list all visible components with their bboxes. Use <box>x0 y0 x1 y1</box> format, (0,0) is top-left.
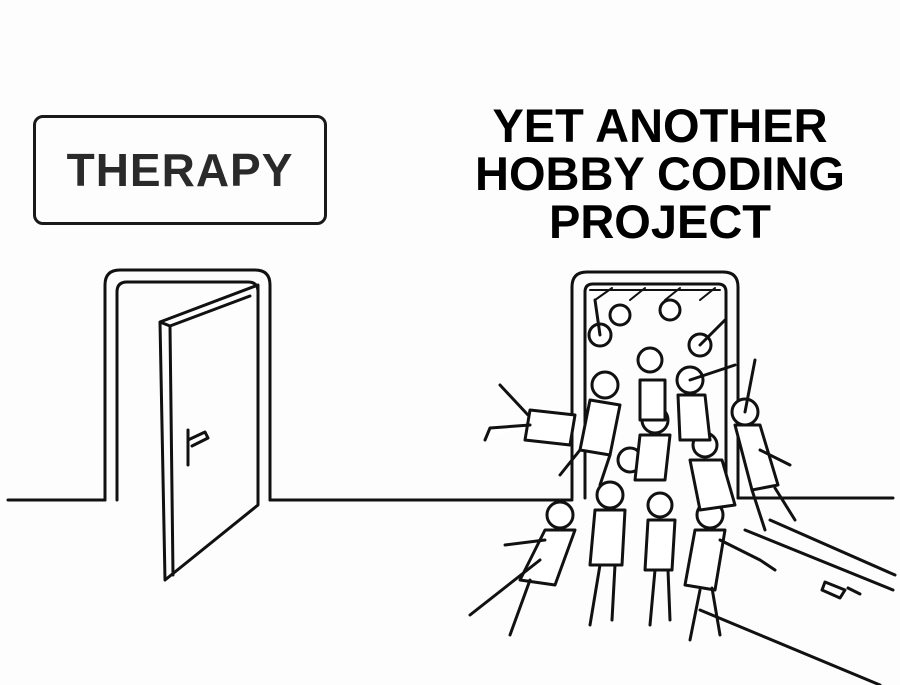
crowd-background <box>589 287 721 301</box>
crowded-door-frame <box>570 270 740 500</box>
fallen-door-handle-icon <box>820 580 862 600</box>
fallen-door <box>698 518 897 685</box>
floor-line <box>6 496 895 502</box>
therapy-sign-label: THERAPY <box>66 144 294 196</box>
door-handle-icon <box>186 428 210 467</box>
caption-line: HOBBY CODING <box>475 147 845 200</box>
caption-line: YET ANOTHER <box>492 99 828 152</box>
therapy-door-open <box>158 283 260 582</box>
therapy-sign: THERAPY <box>33 115 327 225</box>
caption-line: PROJECT <box>549 195 771 248</box>
crowded-door-caption: YET ANOTHER HOBBY CODING PROJECT <box>450 102 870 246</box>
crowd <box>468 298 797 642</box>
